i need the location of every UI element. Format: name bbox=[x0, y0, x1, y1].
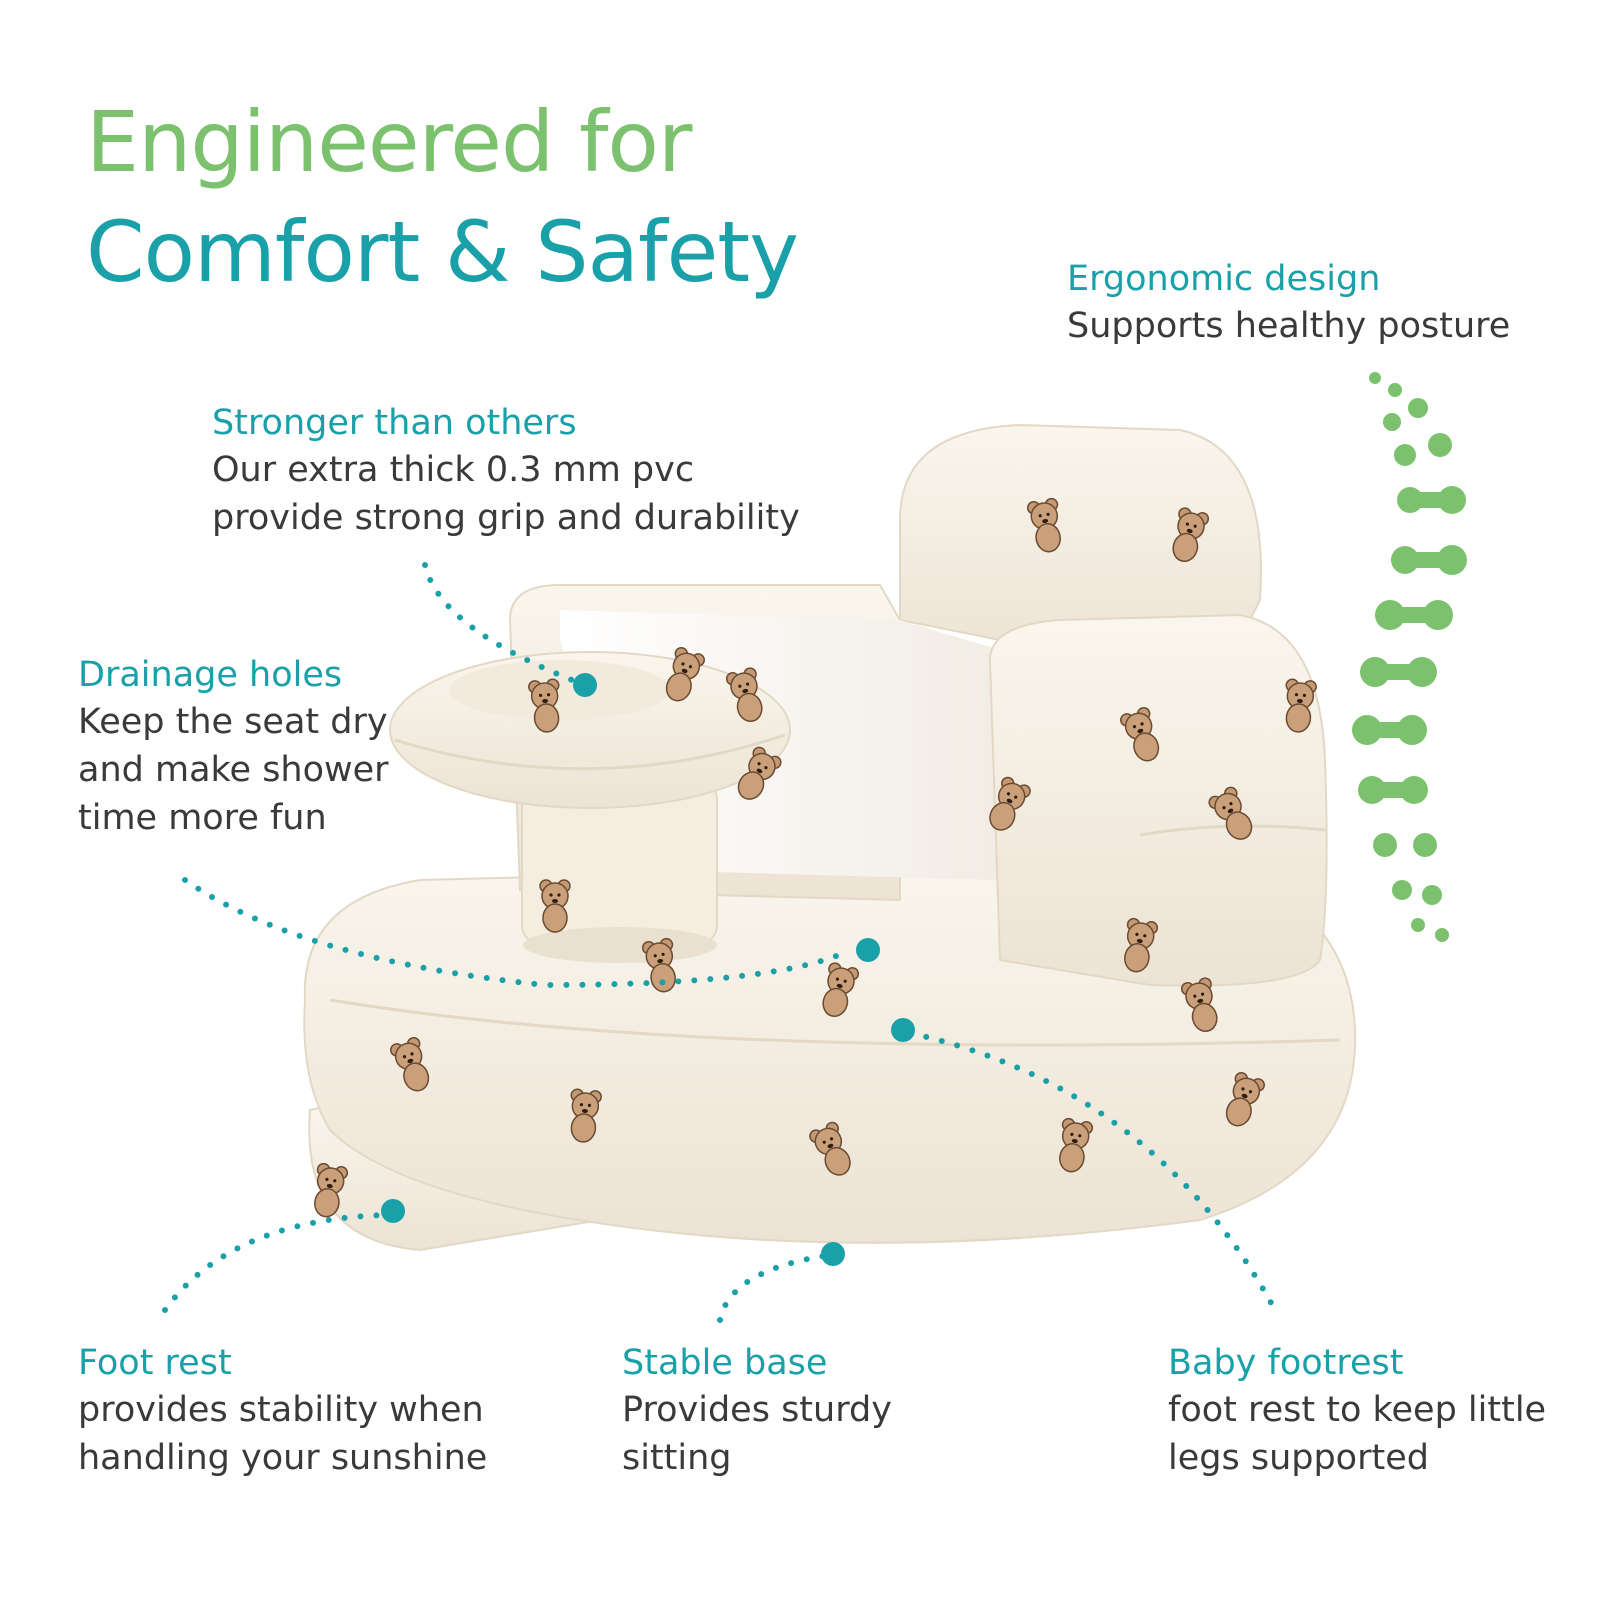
feature-title: Drainage holes bbox=[78, 655, 343, 695]
heading-line-2: Comfort & Safety bbox=[86, 203, 799, 301]
spine-icon bbox=[1352, 372, 1467, 942]
feature-stronger: Stronger than others Our extra thick 0.3… bbox=[212, 400, 800, 542]
callout-lines bbox=[162, 562, 1278, 1323]
feature-title: Stronger than others bbox=[212, 403, 577, 443]
feature-title: Baby footrest bbox=[1168, 1343, 1404, 1383]
feature-title: Foot rest bbox=[78, 1343, 232, 1383]
feature-description: foot rest to keep little legs supported bbox=[1168, 1390, 1547, 1478]
feature-title: Stable base bbox=[622, 1343, 828, 1383]
seat-tray bbox=[389, 651, 791, 963]
feature-drainage: Drainage holes Keep the seat dry and mak… bbox=[78, 652, 389, 842]
feature-description: Provides sturdy sitting bbox=[622, 1390, 892, 1478]
feature-stable-base: Stable base Provides sturdy sitting bbox=[622, 1340, 892, 1482]
feature-ergonomic: Ergonomic design Supports healthy postur… bbox=[1067, 256, 1510, 350]
feature-description: Supports healthy posture bbox=[1067, 306, 1511, 346]
heading-line-1: Engineered for bbox=[86, 93, 692, 191]
feature-title: Ergonomic design bbox=[1067, 259, 1381, 299]
feature-baby-footrest: Baby footrest foot rest to keep little l… bbox=[1168, 1340, 1546, 1482]
feature-description: provides stability when handling your su… bbox=[78, 1390, 488, 1478]
feature-description: Our extra thick 0.3 mm pvc provide stron… bbox=[212, 450, 800, 538]
feature-description: Keep the seat dry and make shower time m… bbox=[78, 702, 389, 838]
callout-points bbox=[381, 673, 915, 1266]
feature-foot-rest: Foot rest provides stability when handli… bbox=[78, 1340, 487, 1482]
